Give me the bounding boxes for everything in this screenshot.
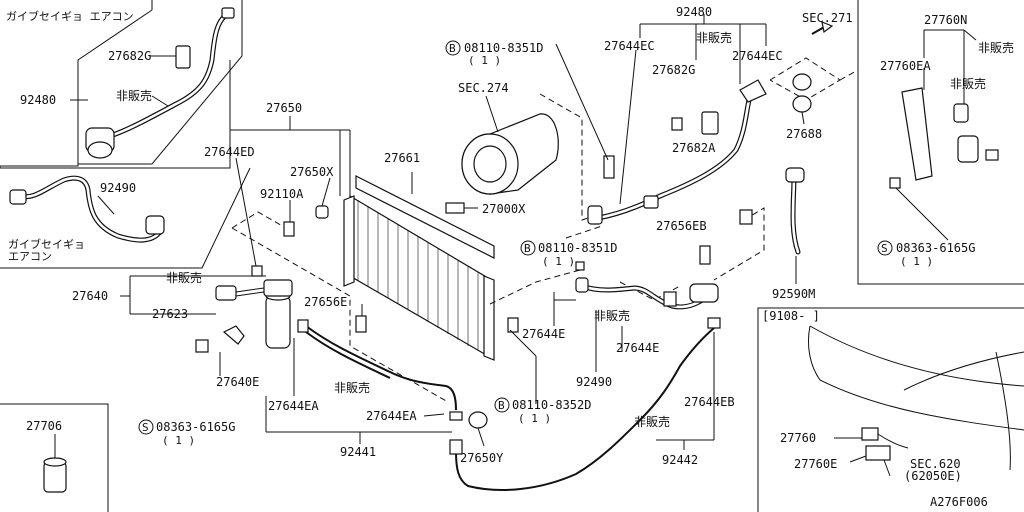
label-27760: 27760 bbox=[780, 431, 816, 445]
label-27650: 27650 bbox=[266, 101, 302, 115]
label-not-sold-c: 非販売 bbox=[334, 380, 370, 395]
label-08363-a-qty: ( 1 ) bbox=[162, 434, 195, 447]
label-27706: 27706 bbox=[26, 419, 62, 433]
label-not-sold-h: 非販売 bbox=[950, 76, 986, 91]
label-27760EA: 27760EA bbox=[880, 59, 931, 73]
label-08110-8351D-b: 08110-8351D bbox=[538, 241, 617, 255]
label-27650Y: 27650Y bbox=[460, 451, 504, 465]
receiver-drier-27640 bbox=[120, 275, 293, 353]
ambient-sensor-27760N bbox=[889, 29, 999, 241]
label-27623: 27623 bbox=[152, 307, 188, 321]
label-27640E: 27640E bbox=[216, 375, 259, 389]
label-92490-a: 92490 bbox=[100, 181, 136, 195]
circled-markers: B B B S S bbox=[138, 40, 893, 435]
label-not-sold-f: 非販売 bbox=[634, 414, 670, 429]
condenser-27650 bbox=[230, 116, 495, 361]
label-27682G-b: 27682G bbox=[652, 63, 695, 77]
label-08110-8351D-a: 08110-8351D bbox=[464, 41, 543, 55]
label-27644E-a: 27644E bbox=[522, 327, 565, 341]
label-27644E-b: 27644E bbox=[616, 341, 659, 355]
label-mid-left-note-2: エアコン bbox=[8, 250, 52, 263]
label-27644EC-a: 27644EC bbox=[604, 39, 655, 53]
label-92110A: 92110A bbox=[260, 187, 304, 201]
label-27760N: 27760N bbox=[924, 13, 967, 27]
hose-92590M bbox=[785, 21, 834, 284]
label-92441: 92441 bbox=[340, 445, 376, 459]
hose-92490-main bbox=[553, 209, 753, 372]
label-08110-8351D-b-qty: ( 1 ) bbox=[542, 255, 575, 268]
label-not-sold-e: 非販売 bbox=[696, 30, 732, 45]
label-27688: 27688 bbox=[786, 127, 822, 141]
compressor bbox=[461, 95, 559, 195]
circ-b-1: B bbox=[449, 42, 456, 55]
hose-92480-inset bbox=[70, 7, 235, 159]
label-27682A: 27682A bbox=[672, 141, 716, 155]
label-not-sold-b: 非販売 bbox=[166, 270, 202, 285]
hose-92490-inset bbox=[9, 175, 165, 243]
label-not-sold-g: 非販売 bbox=[978, 40, 1014, 55]
label-27650X: 27650X bbox=[290, 165, 334, 179]
label-27682G-a: 27682G bbox=[108, 49, 151, 63]
label-27640: 27640 bbox=[72, 289, 108, 303]
label-top-left-note: ガイブセイギョ エアコン bbox=[6, 9, 134, 23]
label-sec274: SEC.274 bbox=[458, 81, 509, 95]
label-27644ED: 27644ED bbox=[204, 145, 255, 159]
label-08110-8352D-qty: ( 1 ) bbox=[518, 412, 551, 425]
label-sec620: SEC.620 bbox=[910, 457, 961, 471]
label-08110-8351D-a-qty: ( 1 ) bbox=[468, 54, 501, 67]
label-27656EB: 27656EB bbox=[656, 219, 707, 233]
label-92442: 92442 bbox=[662, 453, 698, 467]
pipe-92442 bbox=[449, 317, 721, 491]
label-08363-b: 08363-6165G bbox=[896, 241, 975, 255]
label-27644EC-b: 27644EC bbox=[732, 49, 783, 63]
label-27000X: 27000X bbox=[482, 202, 526, 216]
label-sec620-sub: (62050E) bbox=[904, 469, 962, 483]
label-27644EB: 27644EB bbox=[684, 395, 735, 409]
hose-92480-main bbox=[555, 14, 767, 225]
label-date-range: [9108- ] bbox=[762, 309, 820, 323]
part-27706 bbox=[43, 434, 67, 493]
pipe-92441 bbox=[265, 319, 488, 444]
circ-b-3: B bbox=[498, 399, 505, 412]
label-08110-8352D: 08110-8352D bbox=[512, 398, 591, 412]
label-27760E: 27760E bbox=[794, 457, 837, 471]
label-mid-left-note-1: ガイブセイギョ bbox=[8, 237, 85, 251]
label-92480-a: 92480 bbox=[20, 93, 56, 107]
circ-s-2: S bbox=[881, 242, 888, 255]
circ-b-2: B bbox=[524, 242, 531, 255]
label-not-sold-d: 非販売 bbox=[594, 308, 630, 323]
label-92590M: 92590M bbox=[772, 287, 815, 301]
diagram-id: A276F006 bbox=[930, 495, 988, 509]
condenser-fasteners bbox=[219, 157, 585, 447]
label-sec271: SEC.271 bbox=[802, 11, 853, 25]
label-27656E: 27656E bbox=[304, 295, 347, 309]
label-not-sold-a: 非販売 bbox=[116, 88, 152, 103]
label-08363-b-qty: ( 1 ) bbox=[900, 255, 933, 268]
label-92490-b: 92490 bbox=[576, 375, 612, 389]
label-08363-a: 08363-6165G bbox=[156, 420, 235, 434]
label-27644EA-a: 27644EA bbox=[268, 399, 319, 413]
bumper-sensor-inset bbox=[807, 325, 1024, 477]
part-labels: ガイブセイギョ エアコン 27682G 92480 非販売 92490 ガイブセ… bbox=[6, 5, 1014, 509]
label-27644EA-b: 27644EA bbox=[366, 409, 417, 423]
reference-lines bbox=[231, 57, 859, 403]
circ-s-1: S bbox=[142, 421, 149, 434]
label-92480-b: 92480 bbox=[676, 5, 712, 19]
label-27661: 27661 bbox=[384, 151, 420, 165]
